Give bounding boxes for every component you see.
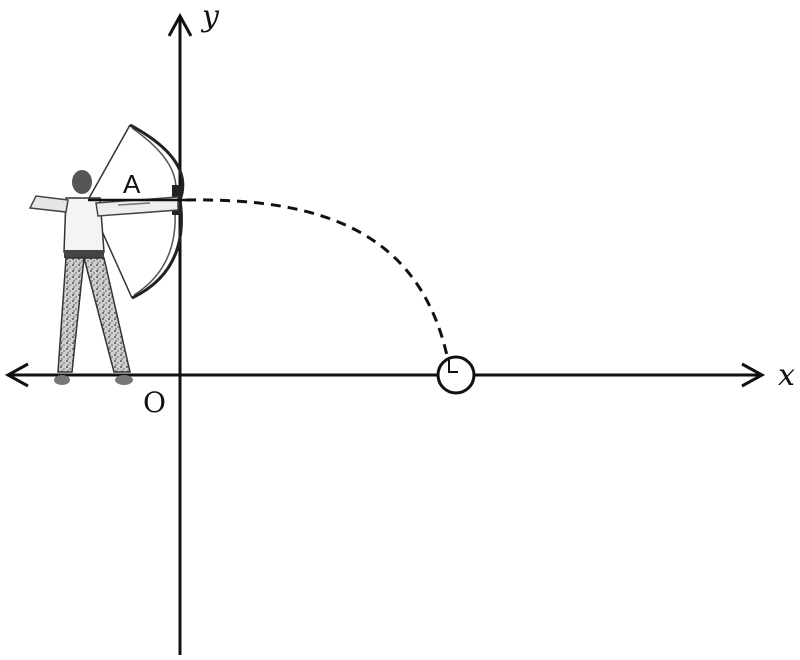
x-axis-label: x — [778, 358, 795, 393]
y-axis-top-arrow — [167, 12, 193, 37]
x-axis-left-arrow — [4, 362, 29, 388]
archer-icon — [28, 170, 179, 385]
arrow-trajectory — [185, 198, 450, 361]
x-axis-right-arrow — [741, 362, 766, 388]
origin-label: O — [143, 386, 166, 419]
bow-string-upper — [87, 124, 131, 201]
target-ring-icon — [436, 355, 476, 395]
launch-point-label: A — [123, 169, 141, 199]
y-axis-label: y — [200, 0, 220, 34]
coordinate-axes — [4, 12, 766, 655]
